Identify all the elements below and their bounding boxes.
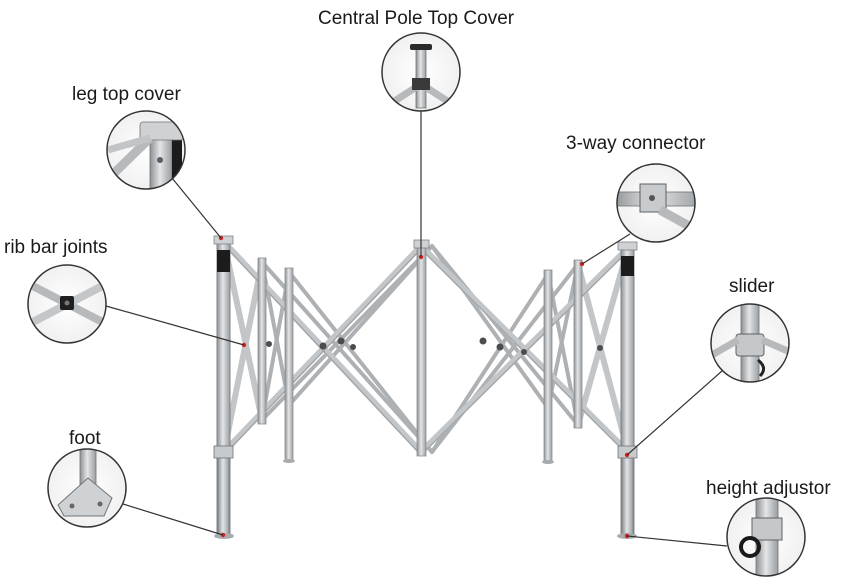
back-right-foot <box>542 460 554 464</box>
label-3-way-connector: 3-way connector <box>566 133 706 154</box>
rib-bar-joint-hubs <box>266 337 603 355</box>
front-left-leg-cap <box>217 250 230 272</box>
leader-height <box>626 535 728 547</box>
leader-lines <box>105 111 728 547</box>
back-left-foot <box>283 459 295 463</box>
inset-central-pole-top-cover <box>381 32 461 112</box>
back-left-inner-leg <box>284 267 294 461</box>
tent-frame <box>213 235 638 539</box>
front-right-leg-top <box>617 241 638 251</box>
leader-leg-top <box>171 177 222 239</box>
inset-rib-bar-joints <box>27 264 107 344</box>
inset-leg-top-cover <box>106 110 186 190</box>
leader-rib <box>105 305 245 346</box>
leader-slider <box>626 370 723 456</box>
central-pole <box>416 243 427 457</box>
label-central-pole-top-cover: Central Pole Top Cover <box>318 8 515 29</box>
back-left-leg <box>257 257 267 425</box>
label-slider: slider <box>729 276 775 297</box>
label-rib-bar-joints: rib bar joints <box>4 237 108 258</box>
inset-slider <box>710 303 790 383</box>
back-right-leg <box>543 269 553 463</box>
label-height-adjustor: height adjustor <box>706 478 831 499</box>
left-slider <box>213 445 234 459</box>
inset-foot <box>47 448 127 528</box>
right-slider <box>617 445 638 459</box>
leader-foot <box>122 503 224 536</box>
inset-height-adjustor <box>726 497 806 577</box>
inset-3-way-connector <box>616 163 696 243</box>
front-left-inner-leg <box>217 451 230 537</box>
leader-3way <box>581 233 631 265</box>
front-left-leg-top <box>213 235 234 245</box>
front-right-inner-leg <box>621 451 634 537</box>
front-right-leg-cap <box>621 256 634 276</box>
back-right-inner-leg <box>573 259 583 429</box>
label-leg-top-cover: leg top cover <box>72 84 181 105</box>
label-foot: foot <box>69 428 101 449</box>
